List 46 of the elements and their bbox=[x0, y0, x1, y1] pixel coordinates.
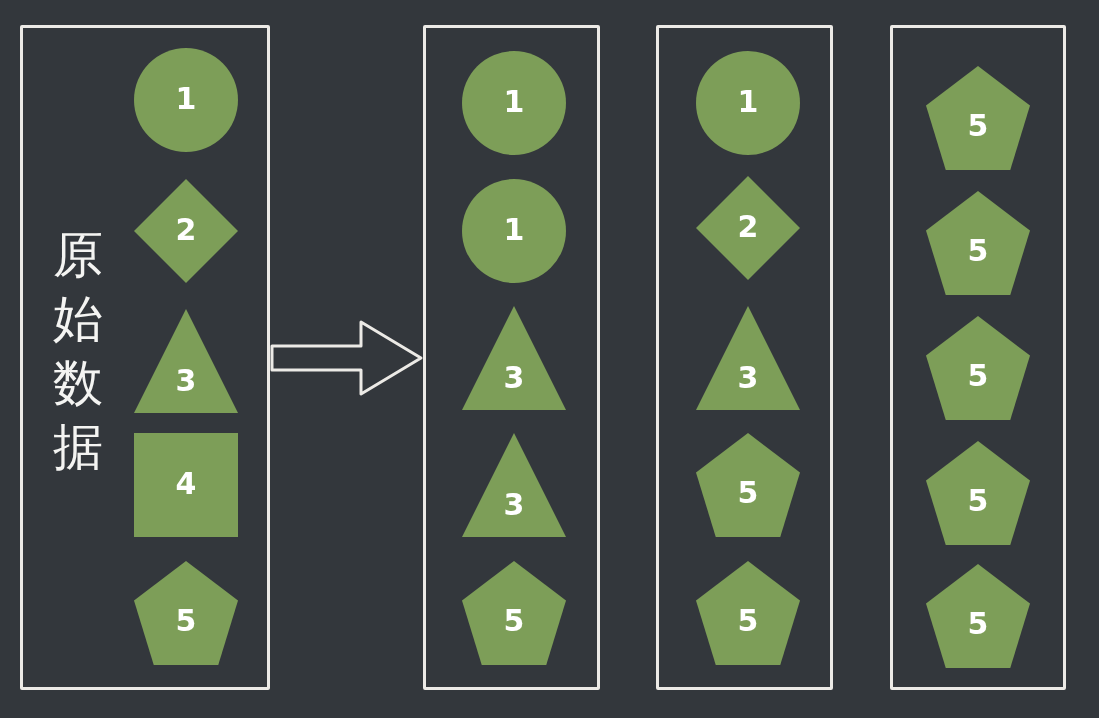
square-shape bbox=[134, 433, 238, 537]
circle-shape bbox=[696, 51, 800, 155]
shape-number: 3 bbox=[174, 363, 198, 400]
circle-shape bbox=[134, 48, 238, 152]
pentagon-shape bbox=[696, 561, 800, 665]
pentagon-shape bbox=[926, 316, 1030, 420]
group-frame bbox=[423, 25, 600, 690]
pentagon-shape bbox=[926, 66, 1030, 170]
pentagon-shape bbox=[926, 441, 1030, 545]
triangle-shape bbox=[462, 433, 566, 537]
shape-number: 2 bbox=[174, 212, 198, 249]
triangle-shape bbox=[696, 306, 800, 410]
circle-shape bbox=[462, 51, 566, 155]
group-frame bbox=[890, 25, 1066, 690]
circle-shape bbox=[462, 179, 566, 283]
diamond-shape bbox=[696, 176, 800, 280]
pentagon-shape bbox=[462, 561, 566, 665]
shape-number: 1 bbox=[502, 84, 526, 121]
shape-number: 1 bbox=[502, 212, 526, 249]
triangle-shape bbox=[134, 309, 238, 413]
pentagon-shape bbox=[926, 191, 1030, 295]
shape-number: 3 bbox=[502, 360, 526, 397]
shape-number: 5 bbox=[502, 602, 526, 639]
group-frame bbox=[20, 25, 270, 690]
pentagon-shape bbox=[696, 433, 800, 537]
shape-number: 5 bbox=[966, 232, 990, 269]
shape-number: 5 bbox=[966, 482, 990, 519]
shape-number: 2 bbox=[736, 209, 760, 246]
shape-number: 3 bbox=[736, 360, 760, 397]
group-frame bbox=[656, 25, 833, 690]
shape-number: 5 bbox=[736, 602, 760, 639]
shape-number: 1 bbox=[736, 84, 760, 121]
group-title: 原始数据 bbox=[53, 225, 103, 478]
shape-number: 1 bbox=[174, 81, 198, 118]
block-arrow bbox=[270, 320, 423, 396]
shape-number: 5 bbox=[966, 107, 990, 144]
pentagon-shape bbox=[926, 564, 1030, 668]
shape-number: 4 bbox=[174, 466, 198, 503]
diamond-shape bbox=[134, 179, 238, 283]
shape-number: 5 bbox=[966, 357, 990, 394]
shape-number: 5 bbox=[966, 605, 990, 642]
triangle-shape bbox=[462, 306, 566, 410]
shape-number: 5 bbox=[736, 474, 760, 511]
pentagon-shape bbox=[134, 561, 238, 665]
shape-number: 5 bbox=[174, 602, 198, 639]
shape-number: 3 bbox=[502, 487, 526, 524]
